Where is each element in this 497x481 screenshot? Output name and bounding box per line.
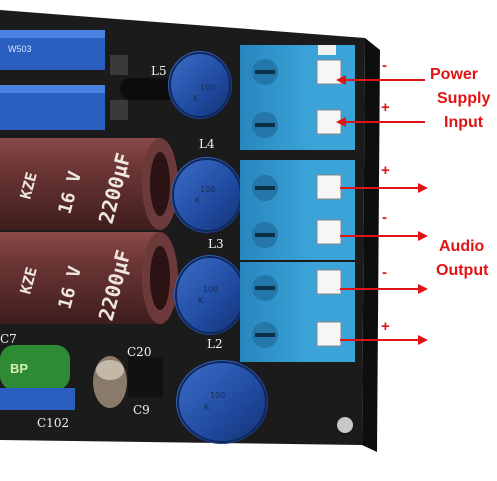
power-supply-input-label: Power Supply Input [430, 66, 490, 131]
output-plus-sign-1: + [381, 162, 390, 179]
pot-unit: K [204, 403, 210, 412]
pcb-edge [362, 38, 380, 452]
black-component [128, 357, 163, 397]
audio-output-label: Audio Output [436, 238, 489, 279]
green-capacitor [0, 345, 70, 390]
pot-value: 100 [200, 185, 215, 194]
pot-unit: K [195, 196, 201, 205]
silk-c7: C7 [0, 332, 17, 346]
terminal-block-output-lower [240, 262, 355, 362]
terminal-block-output-upper [240, 160, 355, 260]
svg-text:Output: Output [436, 262, 489, 279]
pot-unit: K [198, 296, 204, 305]
potentiometer-3: 100 K [174, 255, 246, 335]
small-capacitor-top [96, 360, 124, 380]
svg-text:Input: Input [444, 114, 484, 131]
silk-l5: L5 [151, 64, 167, 78]
power-plus-sign: + [381, 99, 390, 116]
black-rod [120, 78, 180, 100]
small-component-top [110, 55, 128, 75]
pot-value: 100 [203, 285, 218, 294]
svg-text:Supply: Supply [437, 90, 490, 107]
silk-c9: C9 [133, 403, 150, 417]
pot-value: 100 [200, 83, 215, 92]
power-arrows [336, 75, 425, 127]
small-component-mid [110, 100, 128, 120]
capacitor-upper: KZE 16 V 2200µF [0, 138, 178, 230]
svg-text:W503: W503 [8, 44, 32, 54]
silk-c102: C102 [37, 416, 69, 430]
silk-l4: L4 [199, 137, 215, 151]
output-minus-sign-1: - [382, 209, 387, 226]
svg-text:Audio: Audio [439, 238, 485, 255]
trimmer-block-bottom [0, 85, 105, 130]
silk-bp: BP [10, 361, 28, 376]
svg-text:Power: Power [430, 66, 478, 83]
silk-c20: C20 [127, 345, 151, 359]
mounting-hole [337, 417, 353, 433]
pot-unit: K [193, 94, 199, 103]
power-minus-sign: - [382, 57, 387, 74]
silk-l3: L3 [208, 237, 224, 251]
output-minus-sign-2: - [382, 264, 387, 281]
trimmer-block-top: W503 [0, 30, 105, 70]
blue-block-bottom [0, 388, 75, 410]
pot-value: 100 [210, 391, 225, 400]
terminal-block-power [240, 45, 355, 150]
output-arrows [340, 183, 428, 345]
silk-l2: L2 [207, 337, 223, 351]
potentiometer-2: 100 K [171, 157, 243, 233]
output-plus-sign-2: + [381, 318, 390, 335]
capacitor-lower: KZE 16 V 2200µF [0, 232, 178, 324]
potentiometer-4: 100 K [176, 360, 268, 444]
potentiometer-1: 100 K [168, 51, 232, 119]
